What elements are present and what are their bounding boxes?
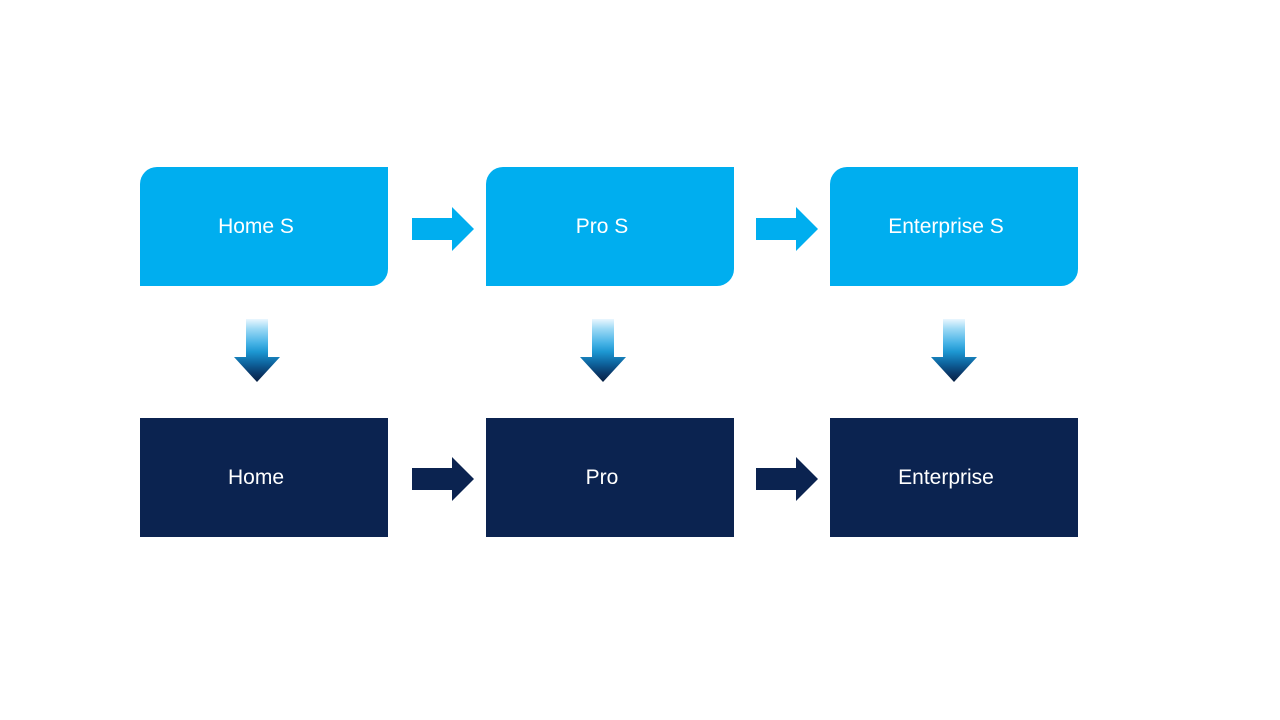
node-enterprise-s: Enterprise S (830, 167, 1078, 286)
node-enterprise-s-label: Enterprise S (888, 214, 1004, 238)
node-pro-label: Pro (585, 465, 619, 489)
down-arrow-icon (580, 319, 626, 382)
node-home-label: Home (227, 465, 285, 489)
node-enterprise: Enterprise (830, 418, 1078, 537)
right-arrow-icon (756, 207, 818, 251)
node-home-s-label: Home S (218, 214, 294, 238)
node-pro-s: Pro S (486, 167, 734, 286)
down-arrow-icon (234, 319, 280, 382)
right-arrow-icon (412, 207, 474, 251)
right-arrow-icon (412, 457, 474, 501)
node-home: Home (140, 418, 388, 537)
down-arrow-icon (931, 319, 977, 382)
right-arrow-icon (756, 457, 818, 501)
node-pro-s-label: Pro S (575, 214, 629, 238)
node-home-s: Home S (140, 167, 388, 286)
node-enterprise-label: Enterprise (898, 465, 994, 489)
node-pro: Pro (486, 418, 734, 537)
